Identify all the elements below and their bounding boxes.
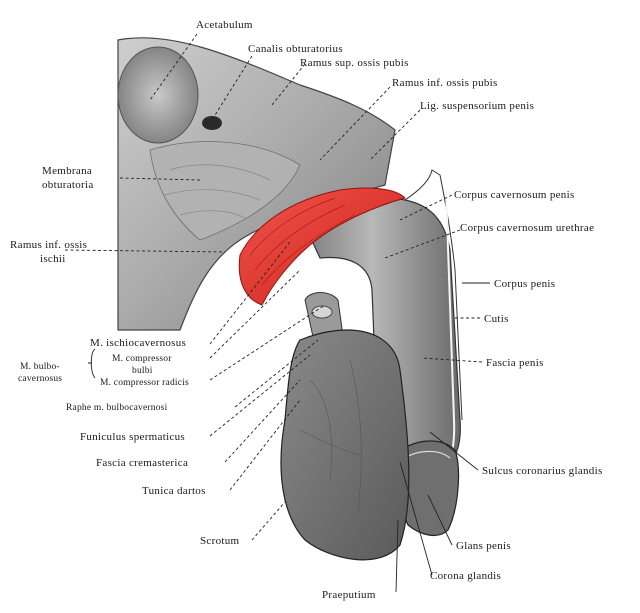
label-m-compressor-bulbi-1: M. compressor	[112, 354, 172, 364]
label-glans-penis: Glans penis	[456, 540, 511, 552]
label-membrana-2: obturatoria	[42, 179, 94, 191]
label-acetabulum: Acetabulum	[196, 19, 253, 31]
label-scrotum: Scrotum	[200, 535, 240, 547]
label-membrana-1: Membrana	[42, 165, 92, 177]
leader-lines	[64, 33, 490, 593]
label-corona: Corona glandis	[430, 570, 501, 582]
label-ramus-ischii-1: Ramus inf. ossis	[10, 239, 87, 251]
label-sulcus: Sulcus coronarius glandis	[482, 465, 603, 477]
label-fascia-cremasterica: Fascia cremasterica	[96, 457, 188, 469]
label-canalis-obturatorius: Canalis obturatorius	[248, 43, 343, 55]
label-corpus-penis: Corpus penis	[494, 278, 555, 290]
label-ramus-inf-pubis: Ramus inf. ossis pubis	[392, 77, 498, 89]
label-m-bulbo-2: cavernosus	[18, 374, 62, 384]
scrotum	[280, 329, 410, 561]
label-raphe: Raphe m. bulbocavernosi	[66, 403, 168, 413]
pelvic-bone	[117, 37, 396, 331]
label-funiculus: Funiculus spermaticus	[80, 431, 185, 443]
label-lig-suspensorium: Lig. suspensorium penis	[420, 100, 534, 112]
label-m-compressor-bulbi-2: bulbi	[132, 366, 153, 376]
labels: Acetabulum Canalis obturatorius Ramus su…	[10, 19, 603, 601]
obturator-canal-hole	[202, 116, 222, 130]
label-cutis: Cutis	[484, 313, 509, 325]
label-m-ischiocavernosus: M. ischiocavernosus	[90, 337, 186, 349]
label-fascia-penis: Fascia penis	[486, 357, 544, 369]
label-m-bulbo-1: M. bulbo-	[20, 362, 60, 372]
label-praeputium: Praeputium	[322, 589, 376, 601]
ischiocavernosus-muscle	[238, 187, 406, 306]
label-ramus-sup: Ramus sup. ossis pubis	[300, 57, 409, 69]
label-corpus-cavernosum-urethrae: Corpus cavernosum urethrae	[460, 222, 594, 234]
label-corpus-cavernosum-penis: Corpus cavernosum penis	[454, 189, 575, 201]
label-ramus-ischii-2: ischii	[40, 253, 66, 265]
label-tunica-dartos: Tunica dartos	[142, 485, 206, 497]
acetabulum-socket	[117, 46, 199, 144]
label-m-compressor-radicis: M. compressor radicis	[100, 378, 189, 388]
